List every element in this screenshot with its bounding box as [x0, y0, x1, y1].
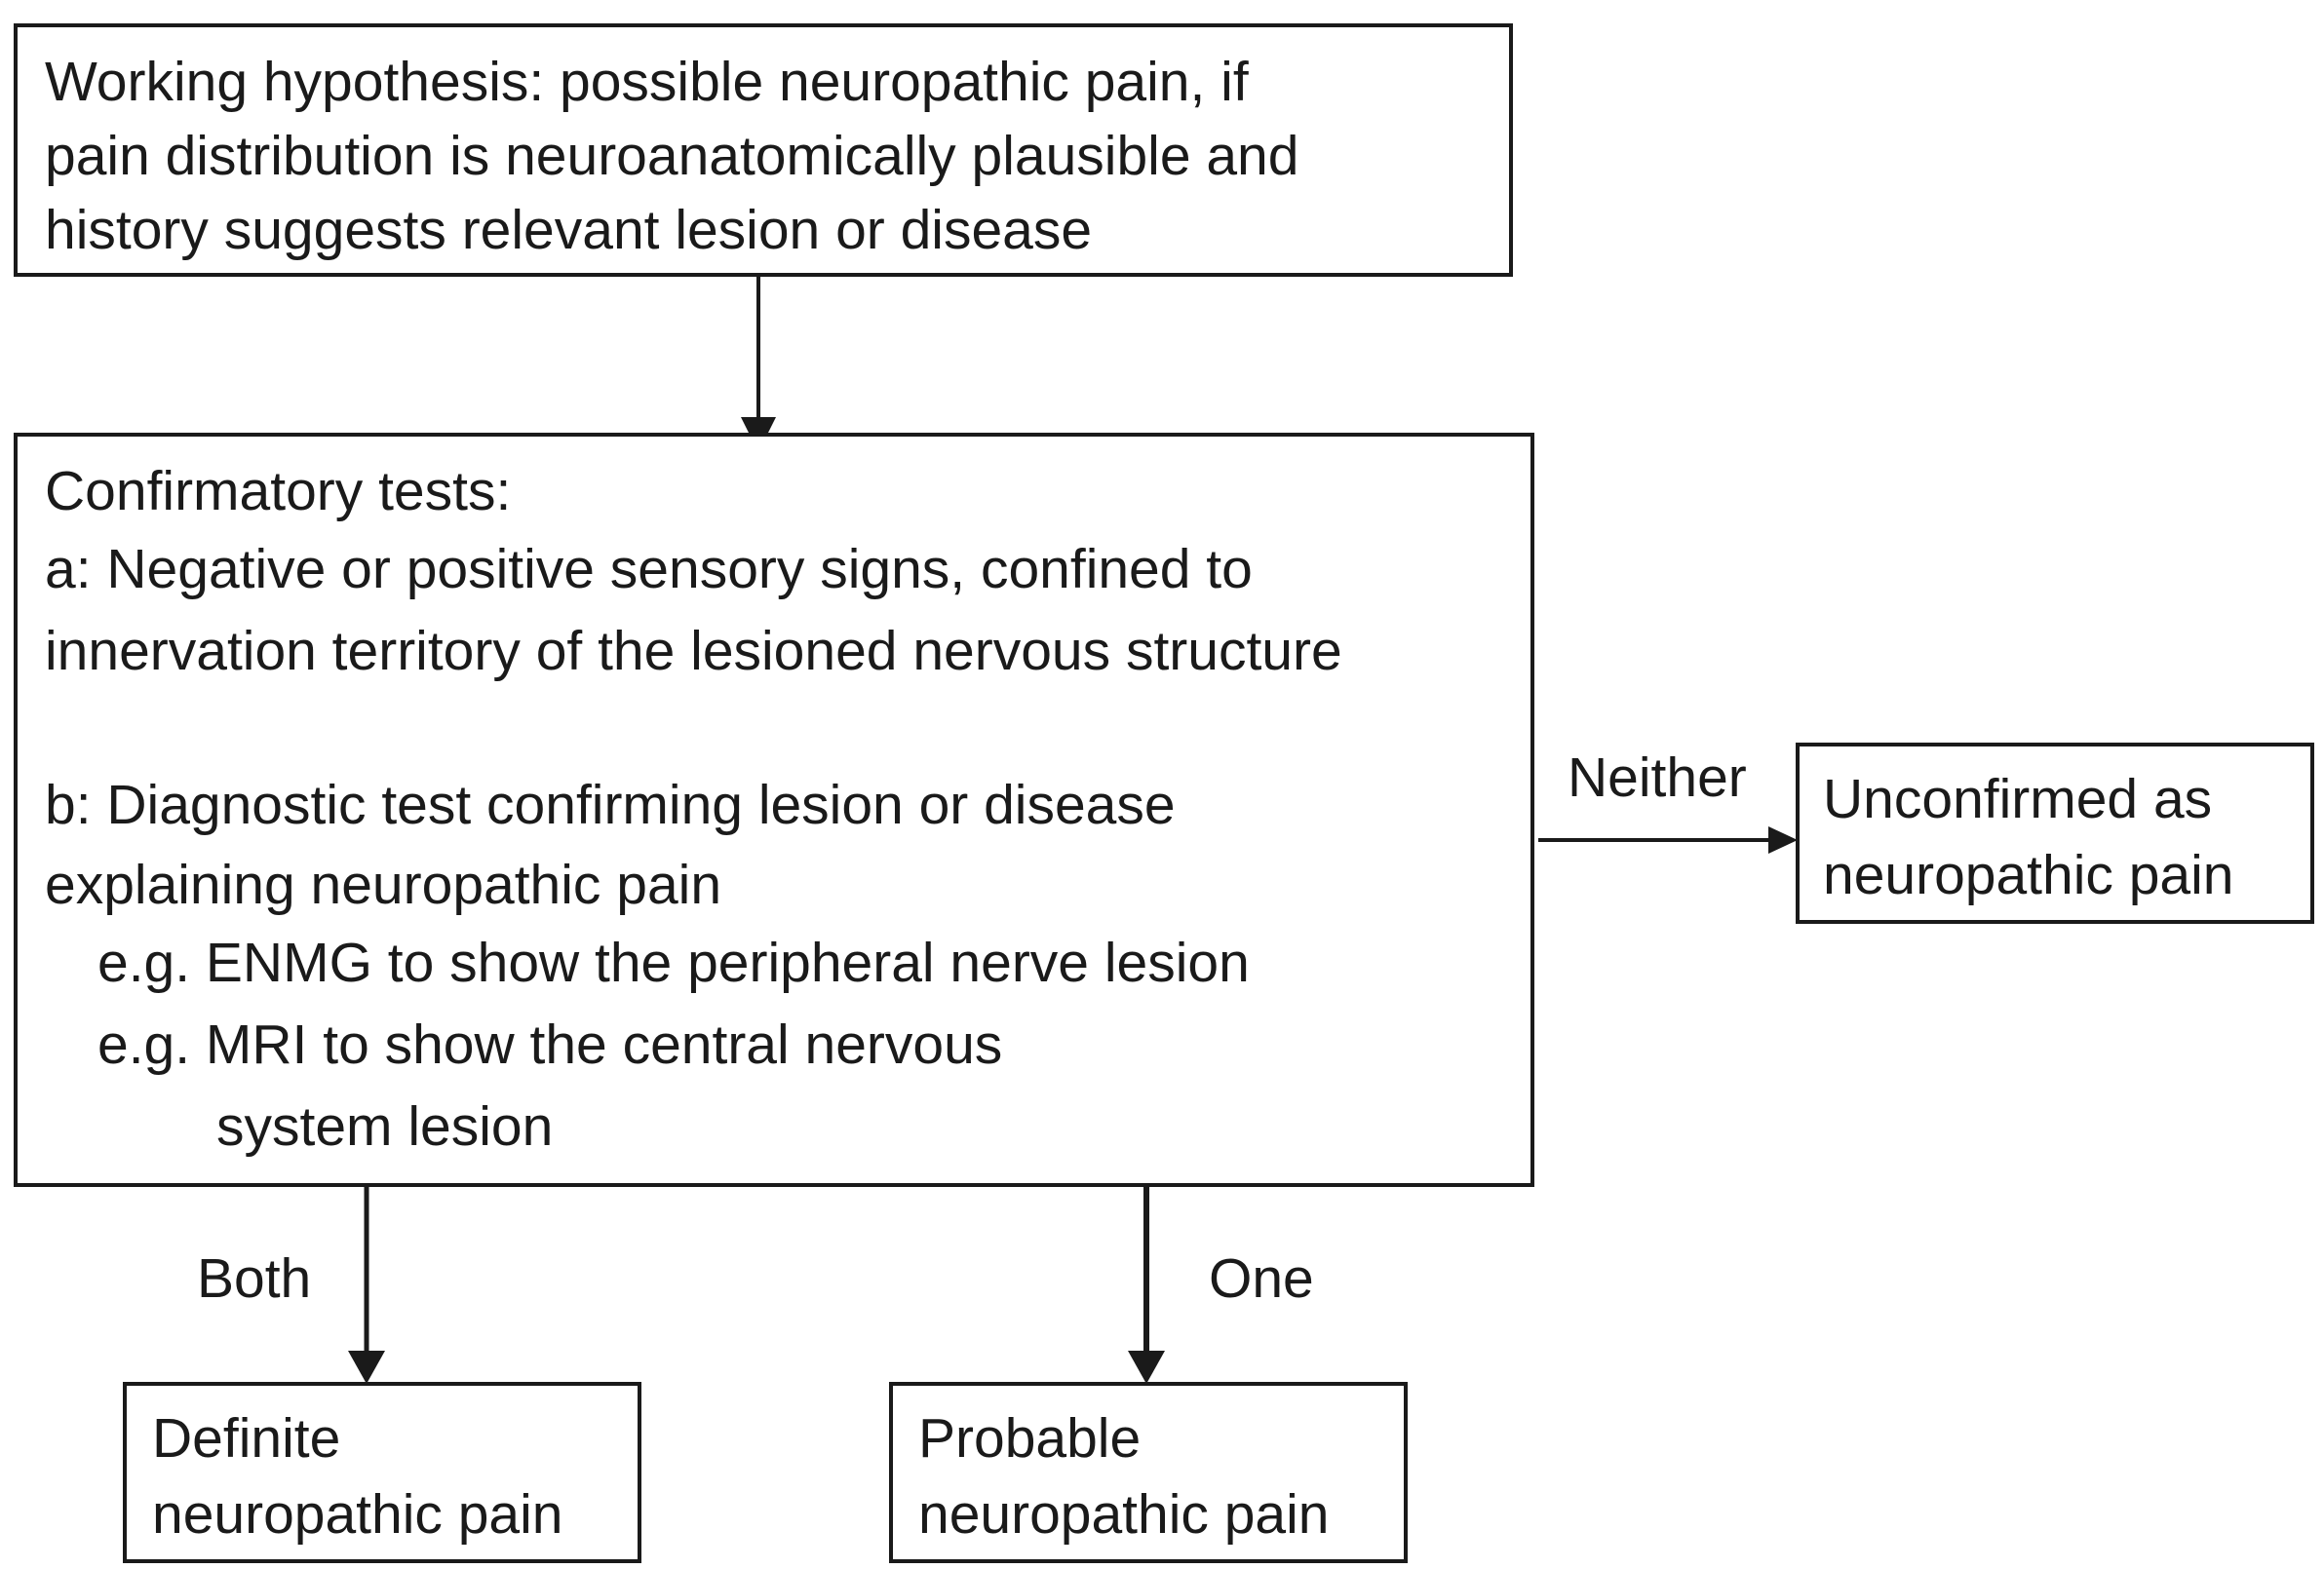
node-text-line: e.g. MRI to show the central nervous [97, 1014, 1003, 1076]
edge-hypothesis-to-tests [741, 277, 776, 452]
node-text-line: neuropathic pain [918, 1483, 1330, 1546]
edge-tests-to-probable [1128, 1187, 1165, 1384]
node-text-line: explaining neuropathic pain [45, 854, 722, 916]
node-text-line: Working hypothesis: possible neuropathic… [45, 51, 1249, 113]
node-text-line: e.g. ENMG to show the peripheral nerve l… [97, 932, 1250, 994]
arrowhead-icon [1128, 1351, 1165, 1384]
edge-label-one: One [1209, 1247, 1314, 1310]
node-text-line: pain distribution is neuroanatomically p… [45, 125, 1299, 187]
edge-label-neither: Neither [1568, 746, 1747, 809]
node-definite: Definite neuropathic pain [123, 1382, 641, 1563]
node-text-line: Probable [918, 1407, 1142, 1470]
edge-tests-to-unconfirmed [1538, 826, 1798, 854]
node-text-line: history suggests relevant lesion or dise… [45, 199, 1093, 261]
node-text-line: b: Diagnostic test confirming lesion or … [45, 774, 1176, 836]
edge-label-both: Both [197, 1247, 312, 1310]
arrowhead-icon [1768, 826, 1798, 854]
node-unconfirmed: Unconfirmed as neuropathic pain [1796, 743, 2314, 924]
node-text-line: system lesion [216, 1095, 554, 1158]
node-confirmatory-tests: Confirmatory tests: a: Negative or posit… [14, 433, 1534, 1187]
node-working-hypothesis: Working hypothesis: possible neuropathic… [14, 23, 1513, 277]
node-probable: Probable neuropathic pain [889, 1382, 1408, 1563]
node-text-line: Definite [152, 1407, 341, 1470]
node-text-line: a: Negative or positive sensory signs, c… [45, 538, 1253, 600]
arrowhead-icon [348, 1351, 385, 1384]
edge-tests-to-definite [348, 1187, 385, 1384]
node-text-line: neuropathic pain [1823, 844, 2234, 906]
node-text-line: Unconfirmed as [1823, 768, 2213, 830]
node-text-line: Confirmatory tests: [45, 460, 512, 522]
node-text-line: innervation territory of the lesioned ne… [45, 620, 1342, 682]
node-text-line: neuropathic pain [152, 1483, 563, 1546]
